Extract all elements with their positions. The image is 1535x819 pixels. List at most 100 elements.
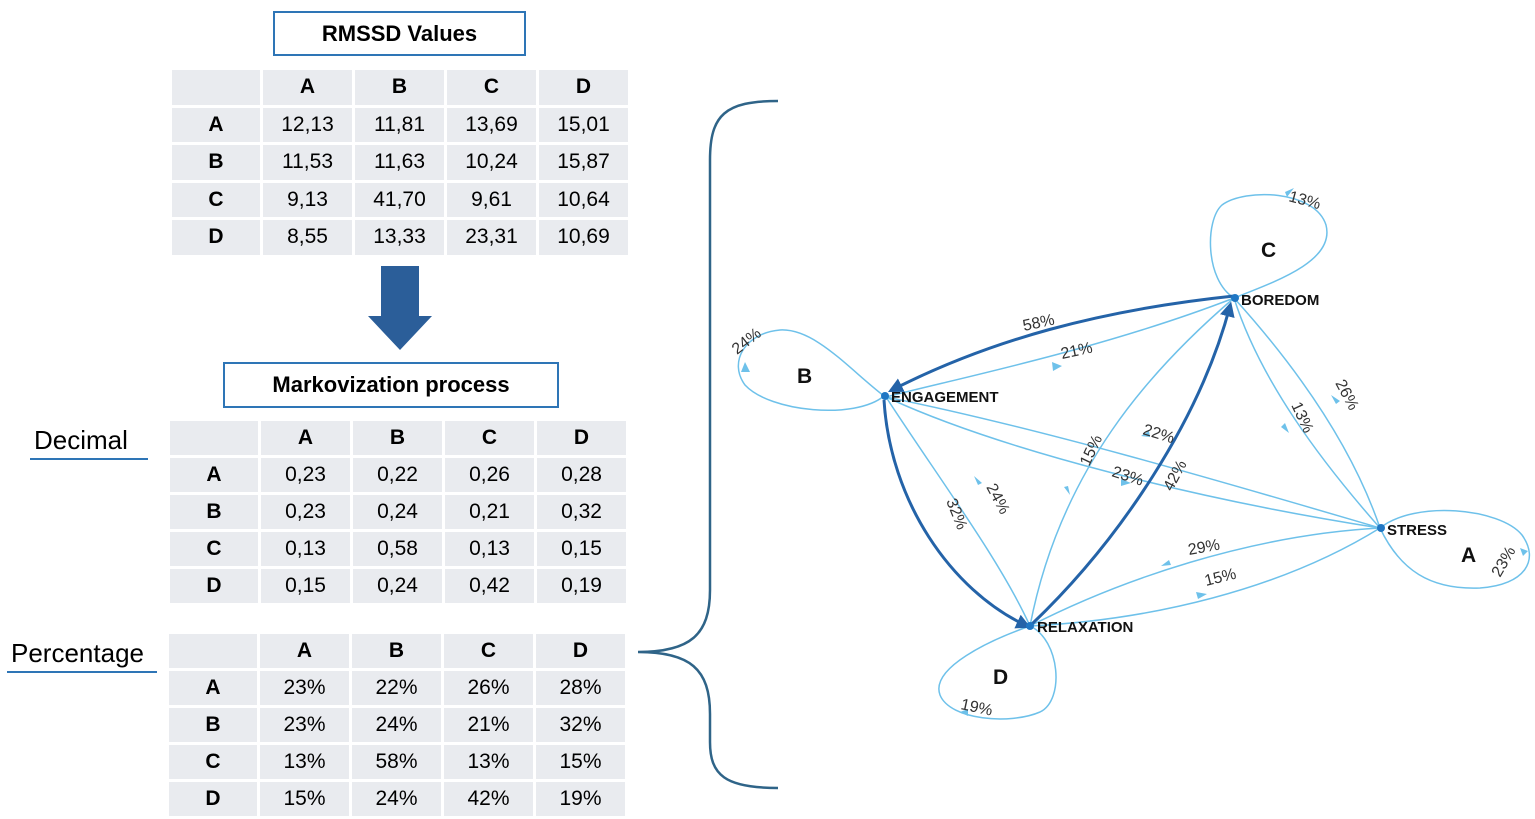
table-cell: 42% — [444, 782, 533, 816]
self-loop-label-a: 23% — [1489, 544, 1520, 580]
row-header: D — [172, 220, 260, 255]
edge-d-c — [1030, 301, 1235, 626]
down-arrow-icon — [368, 266, 432, 350]
column-header: B — [355, 70, 444, 105]
table-cell: 0,58 — [353, 532, 442, 566]
table-cell: 13% — [444, 745, 533, 779]
edge-label-d-a: 15% — [1203, 566, 1238, 590]
column-header: C — [445, 421, 534, 455]
percentage-underline — [7, 671, 157, 673]
edge-c-d — [1029, 297, 1235, 627]
table-cell: 41,70 — [355, 182, 444, 217]
edge-label-c-a: 13% — [1287, 400, 1316, 436]
edge-label-a-d: 29% — [1187, 537, 1221, 559]
node-label-engagement: ENGAGEMENT — [891, 389, 999, 406]
node-label-boredom: BOREDOM — [1241, 292, 1319, 309]
table-cell: 15% — [536, 745, 625, 779]
self-loop-c — [1209, 193, 1328, 299]
edge-a-d — [1029, 527, 1381, 627]
column-header: C — [447, 70, 536, 105]
table-cell: 23,31 — [447, 220, 536, 255]
table-cell: 11,81 — [355, 107, 444, 142]
node-label-stress: STRESS — [1387, 522, 1447, 539]
self-loop-label-b: 24% — [729, 325, 765, 358]
self-loop-d — [938, 625, 1057, 720]
edge-d-b — [885, 396, 1031, 627]
table-cell: 15% — [260, 782, 349, 816]
table-cell: 10,64 — [539, 182, 628, 217]
row-header: B — [172, 145, 260, 180]
row-header: C — [170, 532, 258, 566]
column-header: D — [536, 634, 625, 668]
edge-c-a — [1233, 297, 1381, 529]
edge-b-c — [885, 297, 1235, 398]
node-engagement — [881, 392, 889, 400]
arrowhead-c-a — [1281, 423, 1289, 433]
column-header: D — [539, 70, 628, 105]
row-header: B — [170, 495, 258, 529]
arrowhead-b-a — [1121, 479, 1131, 486]
table-cell: 23% — [260, 708, 349, 742]
edge-label-d-b: 24% — [982, 481, 1012, 517]
table-cell: 0,24 — [353, 569, 442, 603]
self-loop-label-c: 13% — [1287, 188, 1322, 213]
loop-arrowhead-b — [741, 362, 750, 372]
table-cell: 13% — [260, 745, 349, 779]
table-cell: 0,23 — [261, 458, 350, 492]
table-cell: 0,15 — [261, 569, 350, 603]
table-cell: 0,24 — [353, 495, 442, 529]
table-cell: 0,26 — [445, 458, 534, 492]
node-boredom — [1231, 294, 1239, 302]
edge-label-d-c: 42% — [1161, 458, 1191, 494]
table-cell: 22% — [352, 671, 441, 705]
table-cell: 0,22 — [353, 458, 442, 492]
node-relaxation — [1026, 622, 1034, 630]
table-cell: 32% — [536, 708, 625, 742]
loop-arrowhead-d — [960, 709, 968, 716]
column-header: B — [352, 634, 441, 668]
table-cell: 23% — [260, 671, 349, 705]
row-header: A — [172, 107, 260, 142]
self-loop-label-d: 19% — [959, 696, 994, 719]
edge-b-d — [882, 399, 1032, 629]
node-stress — [1377, 524, 1385, 532]
table-cell: 24% — [352, 782, 441, 816]
arrowhead-a-b — [1141, 431, 1150, 437]
edge-label-b-d: 32% — [942, 496, 970, 532]
edge-a-c — [1233, 297, 1381, 529]
table-cell: 0,13 — [445, 532, 534, 566]
table-cell: 21% — [444, 708, 533, 742]
rmssd-title: RMSSD Values — [273, 11, 526, 56]
arrowhead-a-d — [1161, 560, 1171, 566]
table-cell: 13,33 — [355, 220, 444, 255]
table-cell: 0,21 — [445, 495, 534, 529]
arrowhead-b-c — [1052, 362, 1062, 371]
loop-arrowhead-a — [1520, 548, 1528, 556]
table-cell: 15,87 — [539, 145, 628, 180]
table-cell: 9,61 — [447, 182, 536, 217]
arrowhead-d-a — [1196, 592, 1207, 599]
table-cell: 28% — [536, 671, 625, 705]
row-header: A — [170, 458, 258, 492]
column-header: C — [444, 634, 533, 668]
table-cell: 19% — [536, 782, 625, 816]
table-cell: 0,28 — [537, 458, 626, 492]
column-header: D — [537, 421, 626, 455]
table-cell: 0,23 — [261, 495, 350, 529]
table-cell: 12,13 — [263, 107, 352, 142]
decimal-label: Decimal — [34, 425, 128, 455]
table-cell: 9,13 — [263, 182, 352, 217]
